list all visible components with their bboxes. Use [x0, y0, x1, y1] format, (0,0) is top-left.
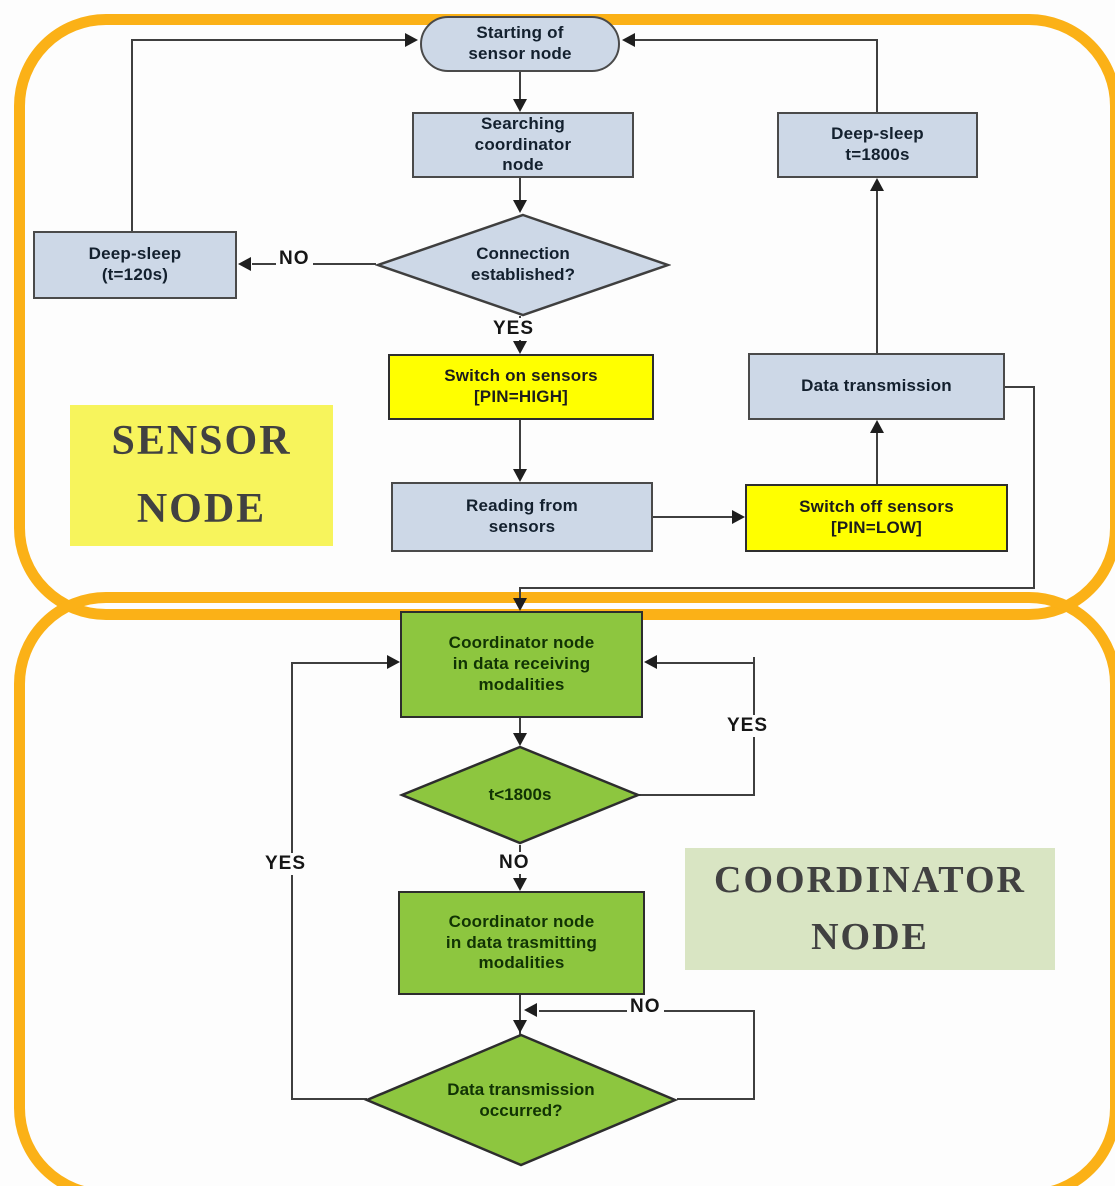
line-start-to-searching: [519, 70, 521, 101]
occurred-diamond-label: Data transmission occurred?: [447, 1080, 595, 1120]
line-switchon-to-reading: [519, 420, 521, 471]
line-reading-to-switchoff: [653, 516, 734, 518]
edge-label-no-occurred: NO: [627, 996, 664, 1018]
line-datatrans-out-v1: [1033, 386, 1035, 589]
edge-label-yes-occurred: YES: [262, 853, 310, 875]
line-occurred-yes-h2: [291, 662, 387, 664]
node-receiving-modalities: Coordinator node in data receiving modal…: [400, 611, 643, 718]
node-transmitting-modalities: Coordinator node in data trasmitting mod…: [398, 891, 645, 995]
node-switch-on-sensors: Switch on sensors [PIN=HIGH]: [388, 354, 654, 420]
connection-diamond-label: Connection established?: [471, 244, 575, 284]
arrowhead-into-searching: [513, 99, 527, 112]
arrowhead-into-datatrans: [870, 420, 884, 433]
line-right-loop-horizontal: [624, 39, 878, 41]
arrowhead-into-receiving-top: [513, 598, 527, 611]
line-connection-no: [252, 263, 376, 265]
coordinator-section-border: [14, 592, 1115, 1186]
line-occurred-yes-v: [291, 662, 293, 1100]
node-searching-coordinator: Searching coordinator node: [412, 112, 634, 178]
connection-diamond-shape: [375, 213, 671, 317]
line-datatrans-out-h1: [1005, 386, 1035, 388]
line-datatrans-to-deepsleep1800: [876, 190, 878, 353]
line-transmitting-to-occurred: [519, 995, 521, 1035]
arrowhead-into-reading: [513, 469, 527, 482]
edge-label-no-connection: NO: [276, 248, 313, 270]
node-deep-sleep-120: Deep-sleep (t=120s): [33, 231, 237, 299]
arrowhead-into-receiving-left: [387, 655, 400, 669]
arrowhead-into-deepsleep120: [238, 257, 251, 271]
coordinator-node-section-label: COORDINATOR NODE: [685, 848, 1055, 970]
edge-label-no-tcheck: NO: [496, 852, 533, 874]
line-receiving-to-tcheck: [519, 718, 521, 735]
node-tcheck-diamond: t<1800s: [399, 744, 641, 846]
node-switch-off-sensors: Switch off sensors [PIN=LOW]: [745, 484, 1008, 552]
node-occurred-diamond: Data transmission occurred?: [363, 1031, 679, 1171]
tcheck-diamond-label: t<1800s: [488, 784, 552, 804]
occurred-diamond-shape: [363, 1033, 679, 1167]
edge-label-yes-tcheck: YES: [724, 715, 772, 737]
arrowhead-into-receiving-right: [644, 655, 657, 669]
arrowhead-into-transmitting: [513, 878, 527, 891]
tcheck-diamond-shape: [399, 745, 641, 845]
line-occurred-no-v: [753, 1010, 755, 1100]
line-left-loop-horizontal: [131, 39, 407, 41]
line-tcheck-yes-h2: [656, 662, 755, 664]
line-occurred-yes-h1: [291, 1098, 367, 1100]
node-connection-diamond: Connection established?: [375, 212, 671, 318]
sensor-node-section-label: SENSOR NODE: [70, 405, 333, 546]
arrowhead-into-deepsleep1800: [870, 178, 884, 191]
node-start-oval: Starting of sensor node: [420, 16, 620, 72]
arrowhead-into-switchoff: [732, 510, 745, 524]
arrowhead-into-start-left: [405, 33, 418, 47]
arrowhead-into-occurred: [513, 1020, 527, 1033]
line-occurred-no-h2: [677, 1098, 755, 1100]
line-tcheck-yes-h1: [639, 794, 755, 796]
node-data-transmission: Data transmission: [748, 353, 1005, 420]
arrowhead-into-start-right: [622, 33, 635, 47]
arrowhead-into-switchon: [513, 341, 527, 354]
node-deep-sleep-1800: Deep-sleep t=1800s: [777, 112, 978, 178]
line-datatrans-out-h2: [519, 587, 1035, 589]
arrowhead-into-tcheck: [513, 733, 527, 746]
line-right-loop-vertical: [876, 39, 878, 113]
line-datatrans-out-v2: [519, 587, 521, 600]
arrowhead-occurred-no-merge: [524, 1003, 537, 1017]
line-left-loop-vertical: [131, 39, 133, 232]
line-switchoff-to-datatrans: [876, 432, 878, 484]
edge-label-yes-connection: YES: [490, 318, 538, 340]
line-searching-to-connection: [519, 178, 521, 202]
node-reading-from-sensors: Reading from sensors: [391, 482, 653, 552]
arrowhead-into-connection: [513, 200, 527, 213]
